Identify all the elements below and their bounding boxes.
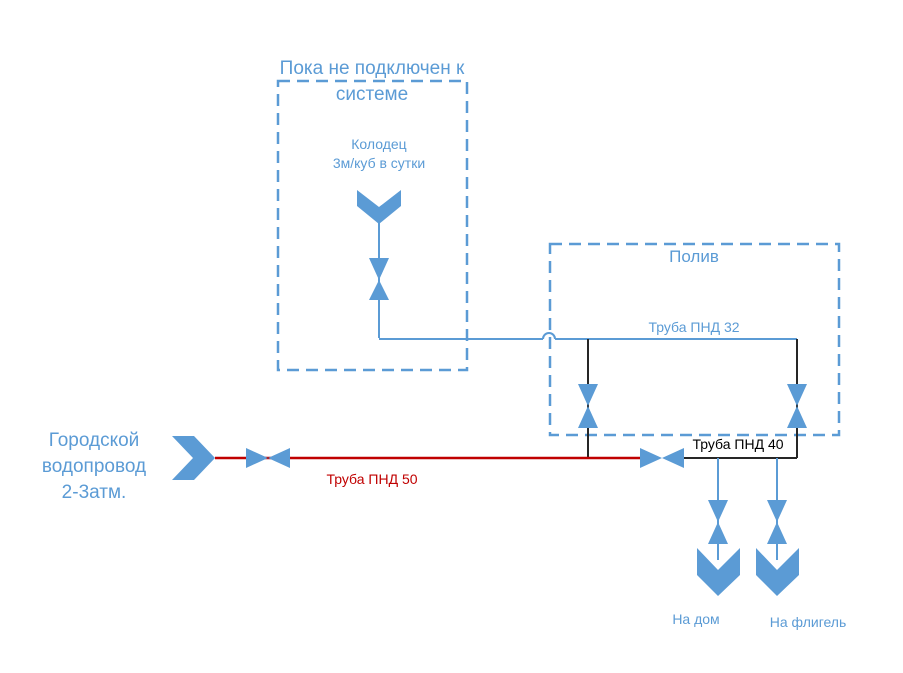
well-valve-icon	[369, 258, 389, 300]
city-water-label: Городской	[49, 430, 140, 451]
city-water-label-2: водопровод	[42, 456, 146, 477]
not-connected-title-2: системе	[336, 84, 408, 105]
city-chevron-icon	[172, 436, 215, 480]
wing-valve-icon	[767, 500, 787, 544]
irrigation-valve-left-icon	[578, 384, 598, 428]
not-connected-box	[276, 79, 469, 372]
city-pressure-label: 2-3атм.	[62, 482, 127, 503]
not-connected-title: Пока не подключен к	[280, 58, 465, 79]
well-label: Колодец	[351, 136, 406, 152]
pipe-pnd32-label: Труба ПНД 32	[648, 319, 739, 335]
pipe-pnd40-label: Труба ПНД 40	[692, 436, 783, 452]
house-chevron-icon	[697, 548, 740, 596]
pipe-pnd50-label: Труба ПНД 50	[326, 471, 417, 487]
pipe-pnd32-line	[378, 220, 797, 340]
house-valve-icon	[708, 500, 728, 544]
to-wing-label: На флигель	[770, 614, 847, 630]
irrigation-box	[548, 242, 841, 437]
well-capacity-label: 3м/куб в сутки	[333, 155, 425, 171]
irrigation-title: Полив	[669, 247, 719, 266]
to-house-label: На дом	[672, 611, 719, 627]
irrigation-valve-right-icon	[787, 384, 807, 428]
wing-chevron-icon	[756, 548, 799, 596]
city-valve-icon	[246, 448, 290, 468]
main-valve-icon	[640, 448, 684, 468]
outlet-pipes	[717, 458, 778, 560]
well-chevron-icon	[357, 190, 401, 224]
